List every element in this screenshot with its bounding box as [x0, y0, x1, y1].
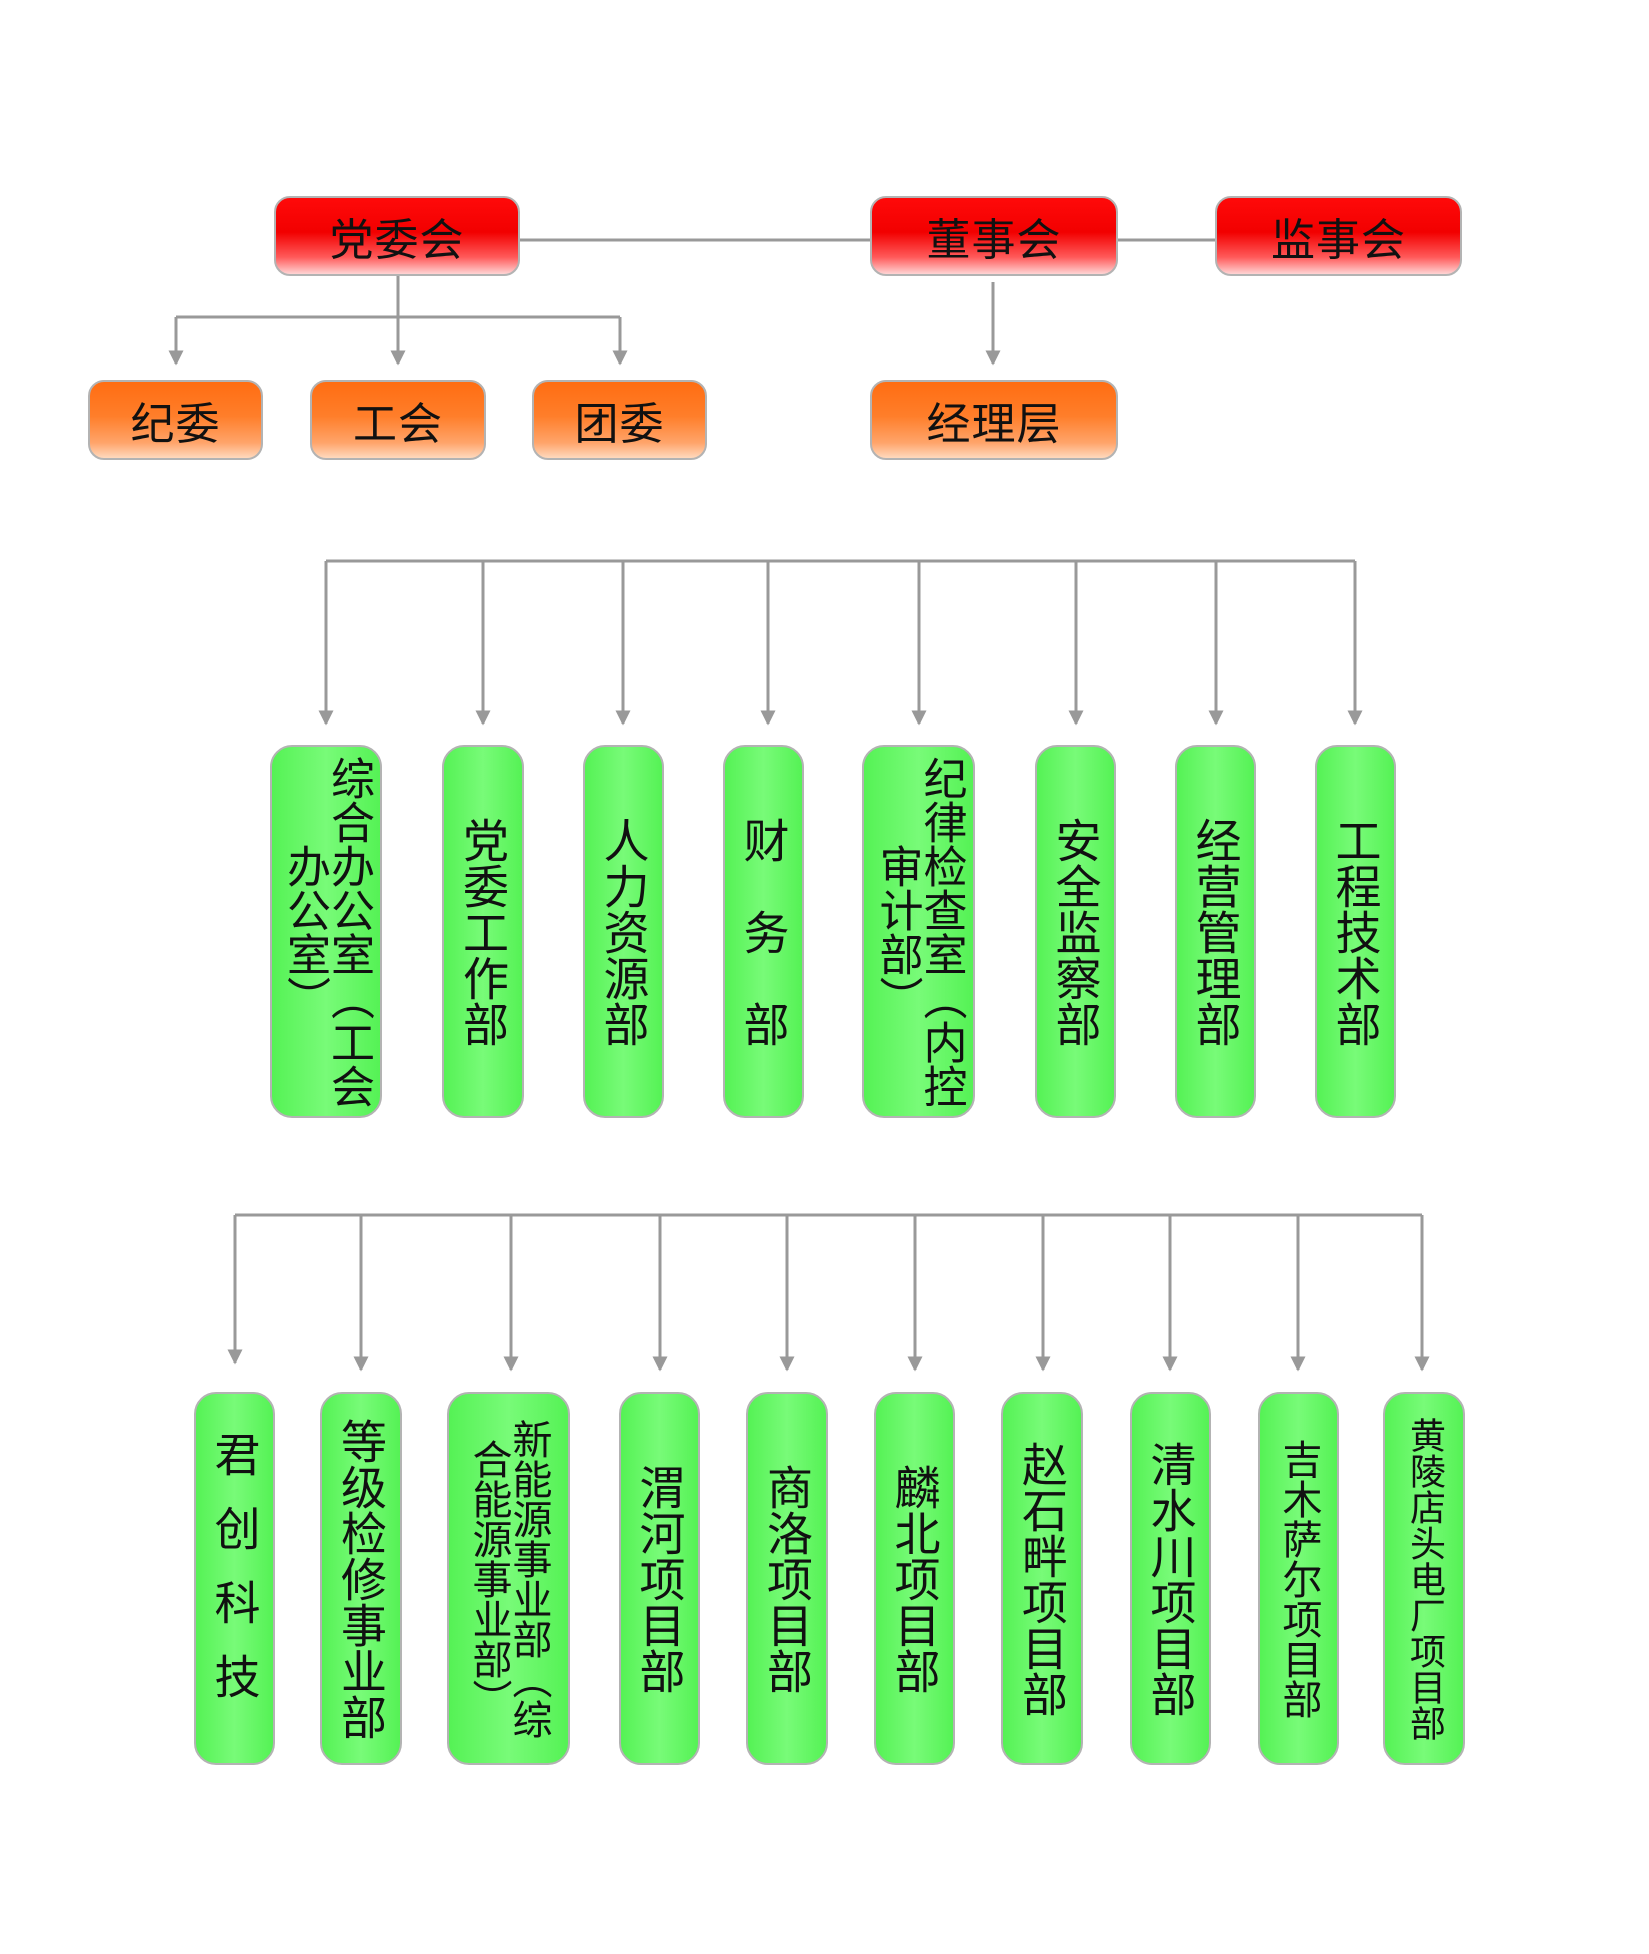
department-box: 安全监察部 [1035, 745, 1116, 1118]
department-label: 财 务 部 [736, 816, 791, 1047]
project-box: 吉木萨尔项目部 [1258, 1392, 1339, 1765]
department-box: 人力资源部 [583, 745, 664, 1118]
project-box: 商洛项目部 [746, 1392, 828, 1765]
project-box: 麟北项目部 [874, 1392, 955, 1765]
department-box: 纪律检查室（内控审计部） [862, 745, 975, 1118]
project-label: 吉木萨尔项目部 [1275, 1438, 1322, 1719]
project-box: 渭河项目部 [619, 1392, 700, 1765]
department-label: 党委工作部 [456, 816, 510, 1047]
supervisory-board-label: 监事会 [1271, 215, 1406, 266]
department-box: 综合办公室（工会办公室） [270, 745, 382, 1118]
department-label: 人力资源部 [596, 816, 651, 1047]
party-committee-box: 党委会 [274, 196, 520, 276]
project-label: 麟北项目部 [887, 1463, 942, 1694]
department-box: 党委工作部 [442, 745, 524, 1118]
youth-league-box: 团委 [532, 380, 707, 460]
project-box: 赵石畔项目部 [1001, 1392, 1083, 1765]
project-box: 等级检修事业部 [320, 1392, 402, 1765]
department-box: 工程技术部 [1315, 745, 1396, 1118]
union-label: 工会 [353, 399, 443, 450]
department-label: 工程技术部 [1328, 816, 1383, 1047]
board-box: 董事会 [870, 196, 1118, 276]
project-label: 商洛项目部 [760, 1463, 814, 1694]
project-label: 等级检修事业部 [334, 1417, 388, 1740]
project-label: 君创科技 [207, 1430, 262, 1727]
project-box: 清水川项目部 [1130, 1392, 1211, 1765]
department-box: 经营管理部 [1175, 745, 1256, 1118]
department-label: 综合办公室（工会办公室） [279, 755, 374, 1108]
management-box: 经理层 [870, 380, 1118, 460]
department-label: 纪律检查室（内控审计部） [871, 755, 967, 1108]
youth-league-label: 团委 [574, 399, 665, 450]
department-label: 经营管理部 [1188, 816, 1243, 1047]
project-label: 新能源事业部（综合能源事业部） [465, 1418, 552, 1739]
discipline-committee-label: 纪委 [130, 399, 221, 450]
party-committee-label: 党委会 [329, 215, 465, 266]
project-label: 渭河项目部 [632, 1463, 687, 1694]
project-label: 黄陵店头电厂项目部 [1404, 1416, 1445, 1741]
board-label: 董事会 [926, 215, 1062, 266]
project-box: 君创科技 [194, 1392, 275, 1765]
management-label: 经理层 [926, 399, 1062, 450]
union-box: 工会 [310, 380, 486, 460]
department-label: 安全监察部 [1048, 816, 1103, 1047]
project-box: 新能源事业部（综合能源事业部） [447, 1392, 570, 1765]
project-box: 黄陵店头电厂项目部 [1383, 1392, 1465, 1765]
project-label: 清水川项目部 [1143, 1440, 1198, 1717]
discipline-committee-box: 纪委 [88, 380, 263, 460]
department-box: 财 务 部 [723, 745, 804, 1118]
project-label: 赵石畔项目部 [1015, 1440, 1069, 1717]
supervisory-board-box: 监事会 [1215, 196, 1462, 276]
